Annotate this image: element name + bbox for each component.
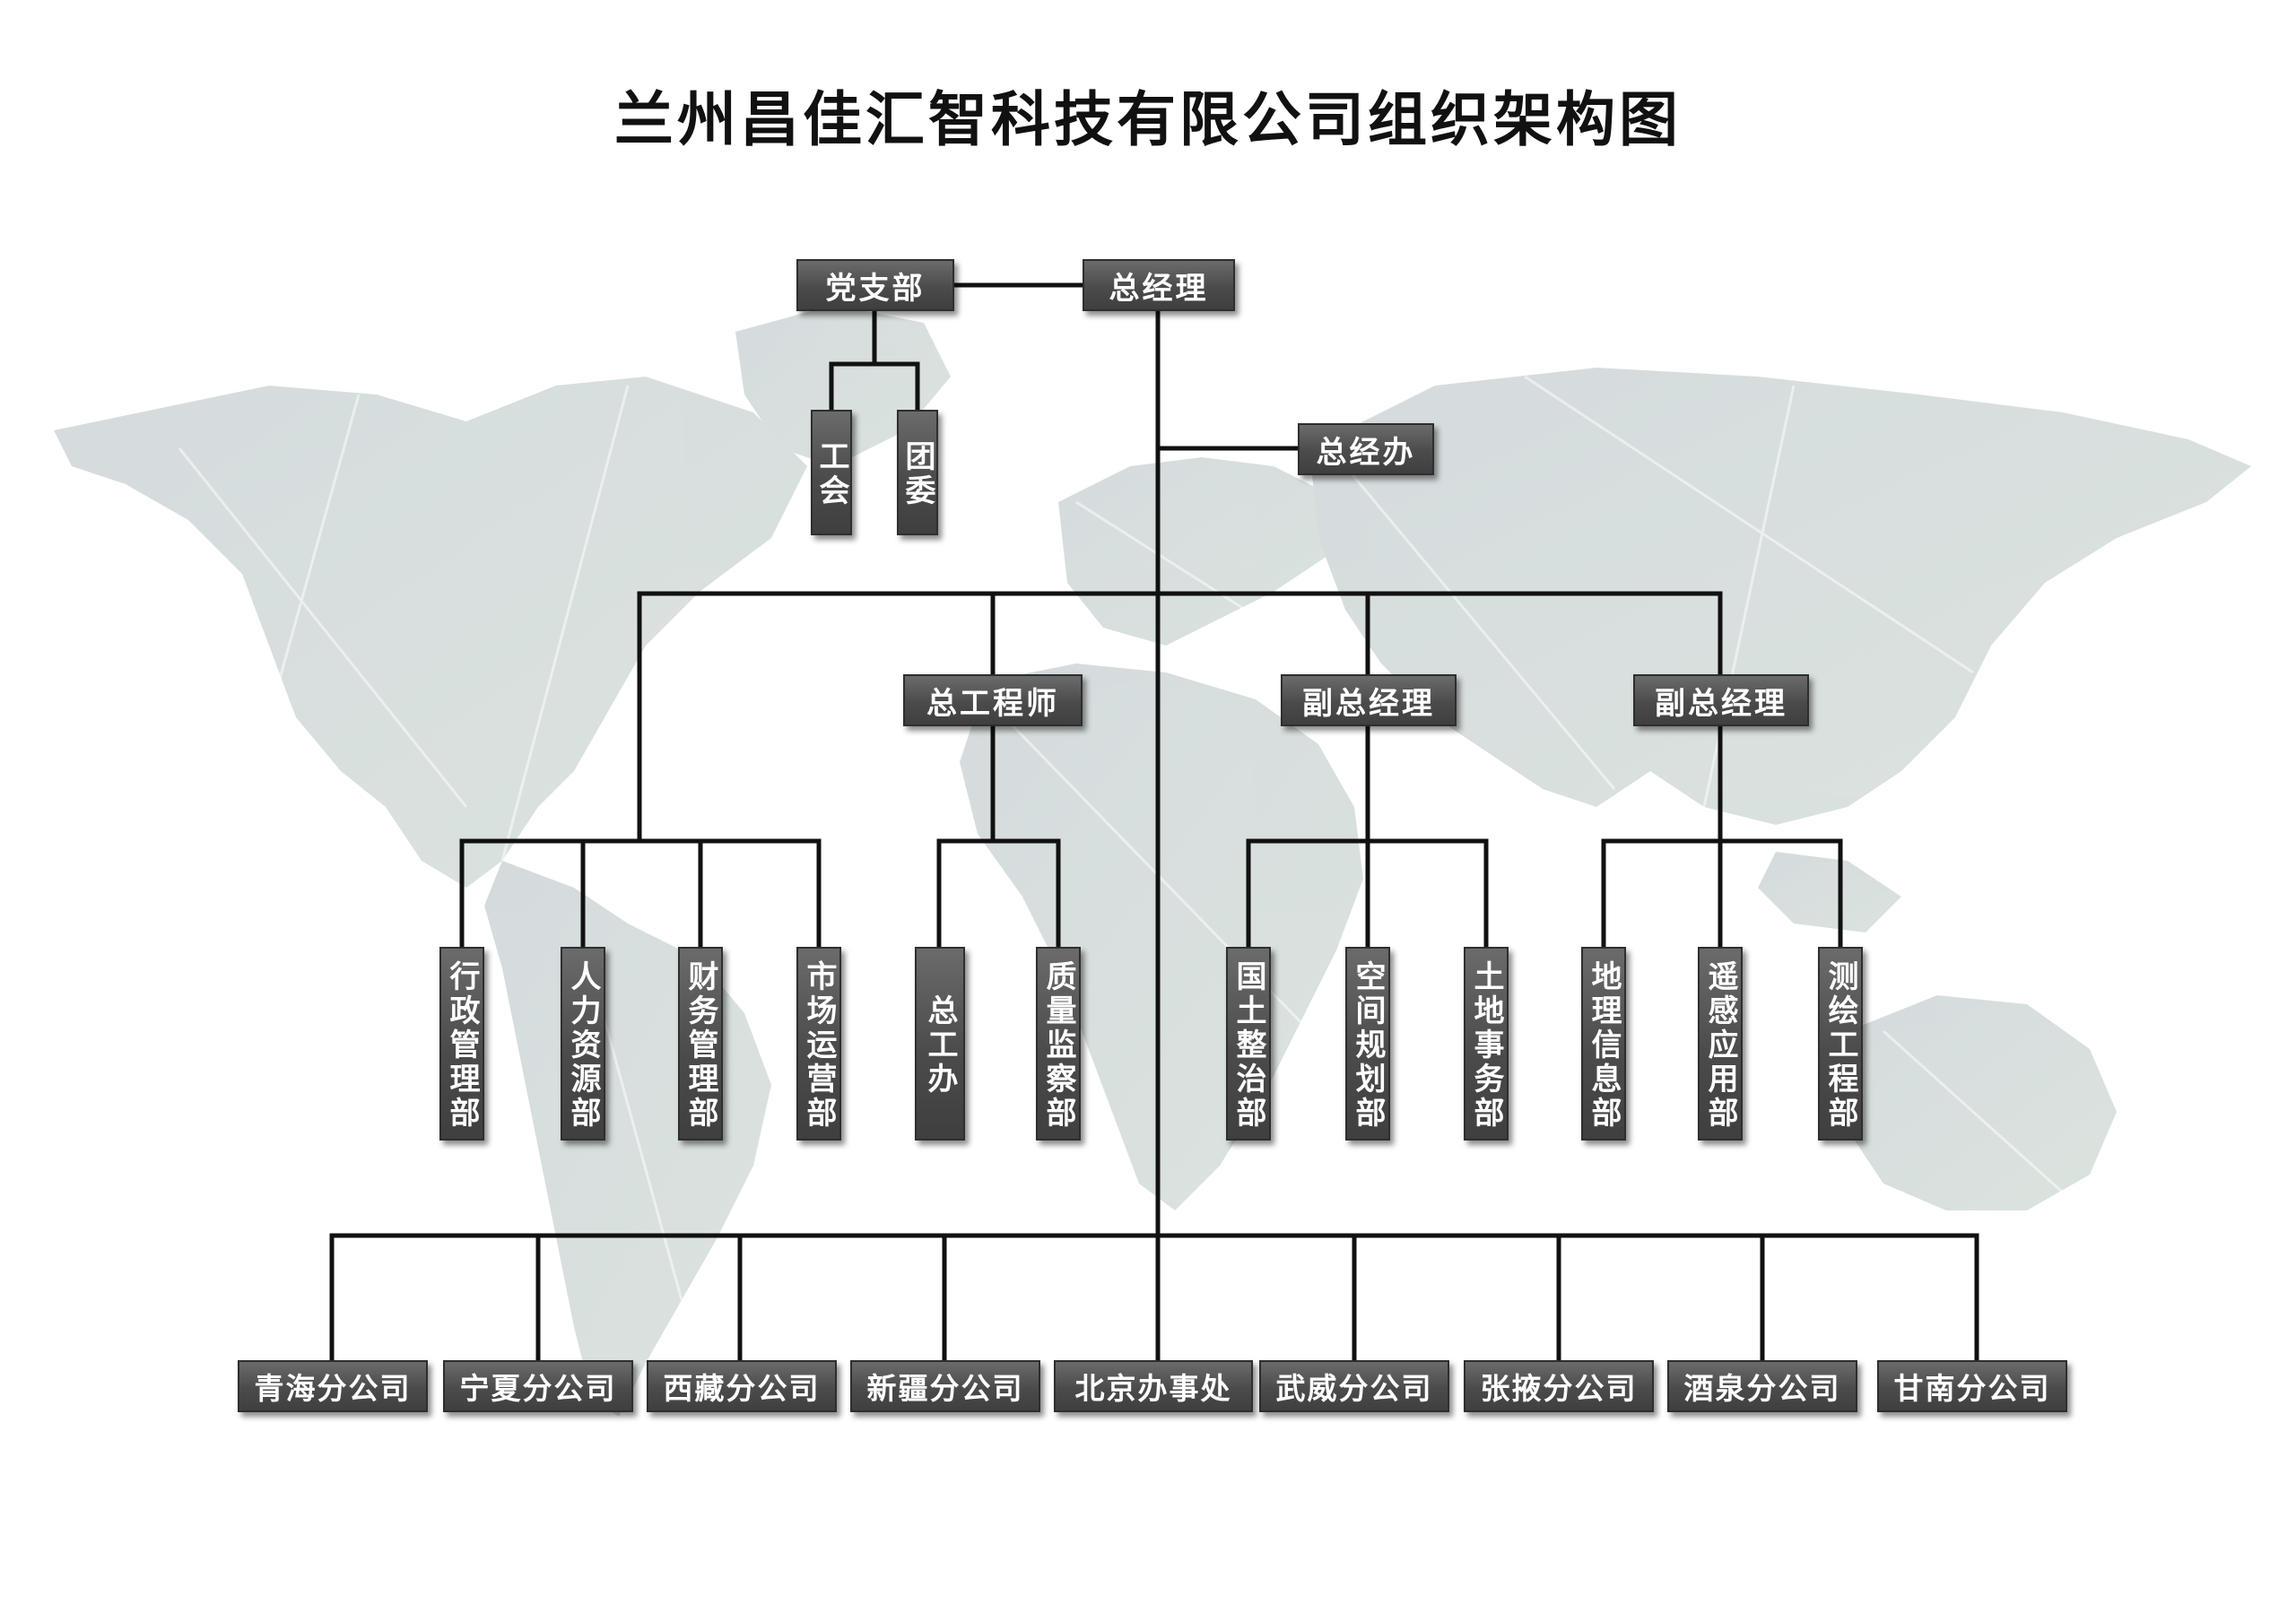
- dept-box: 地理信息部: [1581, 947, 1626, 1141]
- node-chief-engineer: 总工程师: [903, 674, 1083, 726]
- node-deputy-gm-2: 副总经理: [1633, 674, 1809, 726]
- branch-box: 甘南分公司: [1877, 1360, 2067, 1412]
- branch-box: 西藏分公司: [647, 1360, 837, 1412]
- page-title: 兰州昌佳汇智科技有限公司组织架构图: [614, 84, 1682, 154]
- node-party-branch: 党支部: [796, 259, 954, 311]
- branch-box: 北京办事处: [1054, 1360, 1253, 1412]
- dept-box: 市场运营部: [796, 947, 841, 1141]
- branch-box: 青海分公司: [238, 1360, 428, 1412]
- node-deputy-gm-1: 副总经理: [1281, 674, 1457, 726]
- dept-box: 空间规划部: [1345, 947, 1390, 1141]
- branch-box: 新疆分公司: [850, 1360, 1040, 1412]
- dept-box: 行政管理部: [439, 947, 484, 1141]
- dept-box: 土地事务部: [1464, 947, 1509, 1141]
- dept-box: 人力资源部: [561, 947, 605, 1141]
- node-general-office: 总经办: [1298, 423, 1434, 475]
- branch-box: 宁夏分公司: [443, 1360, 633, 1412]
- dept-box: 遥感应用部: [1698, 947, 1743, 1141]
- node-labor-union: 工会: [811, 410, 852, 535]
- branch-box: 张掖分公司: [1464, 1360, 1654, 1412]
- branch-box: 酒泉分公司: [1667, 1360, 1857, 1412]
- node-general-manager: 总经理: [1083, 259, 1235, 311]
- branch-box: 武威分公司: [1259, 1360, 1449, 1412]
- dept-box: 总工办: [915, 947, 965, 1141]
- dept-box: 测绘工程部: [1818, 947, 1863, 1141]
- node-youth-league: 团委: [897, 410, 938, 535]
- dept-box: 质量监察部: [1036, 947, 1081, 1141]
- dept-box: 国土整治部: [1226, 947, 1271, 1141]
- dept-box: 财务管理部: [678, 947, 723, 1141]
